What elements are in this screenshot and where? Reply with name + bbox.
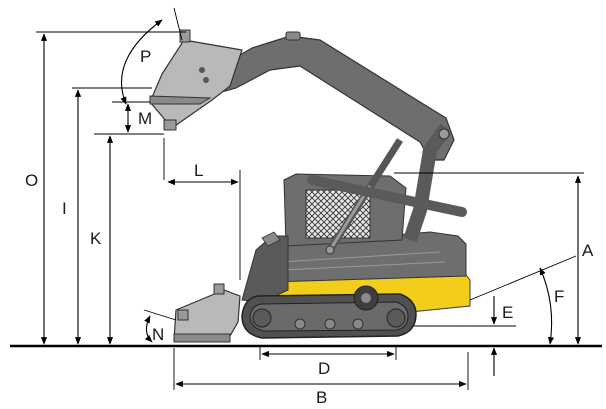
dimension-labels: O I K P M L N D B A E F — [25, 47, 594, 407]
label-O: O — [25, 171, 38, 190]
label-L: L — [194, 161, 203, 180]
label-K: K — [90, 229, 102, 248]
label-E: E — [502, 303, 513, 322]
label-N: N — [152, 325, 164, 344]
raised-bucket — [149, 29, 243, 131]
label-D: D — [318, 359, 330, 378]
lift-arm — [203, 35, 455, 161]
arm-pivot-pin — [438, 128, 450, 140]
machine — [149, 29, 471, 343]
dimension-lines — [36, 7, 584, 390]
label-I: I — [62, 199, 67, 218]
label-M: M — [138, 109, 152, 128]
crawler-track — [241, 285, 417, 339]
label-P: P — [140, 47, 151, 66]
loader-frame — [241, 235, 289, 303]
label-F: F — [554, 287, 564, 306]
label-B: B — [316, 388, 327, 407]
label-A: A — [582, 241, 594, 260]
lowered-bucket — [173, 283, 241, 343]
